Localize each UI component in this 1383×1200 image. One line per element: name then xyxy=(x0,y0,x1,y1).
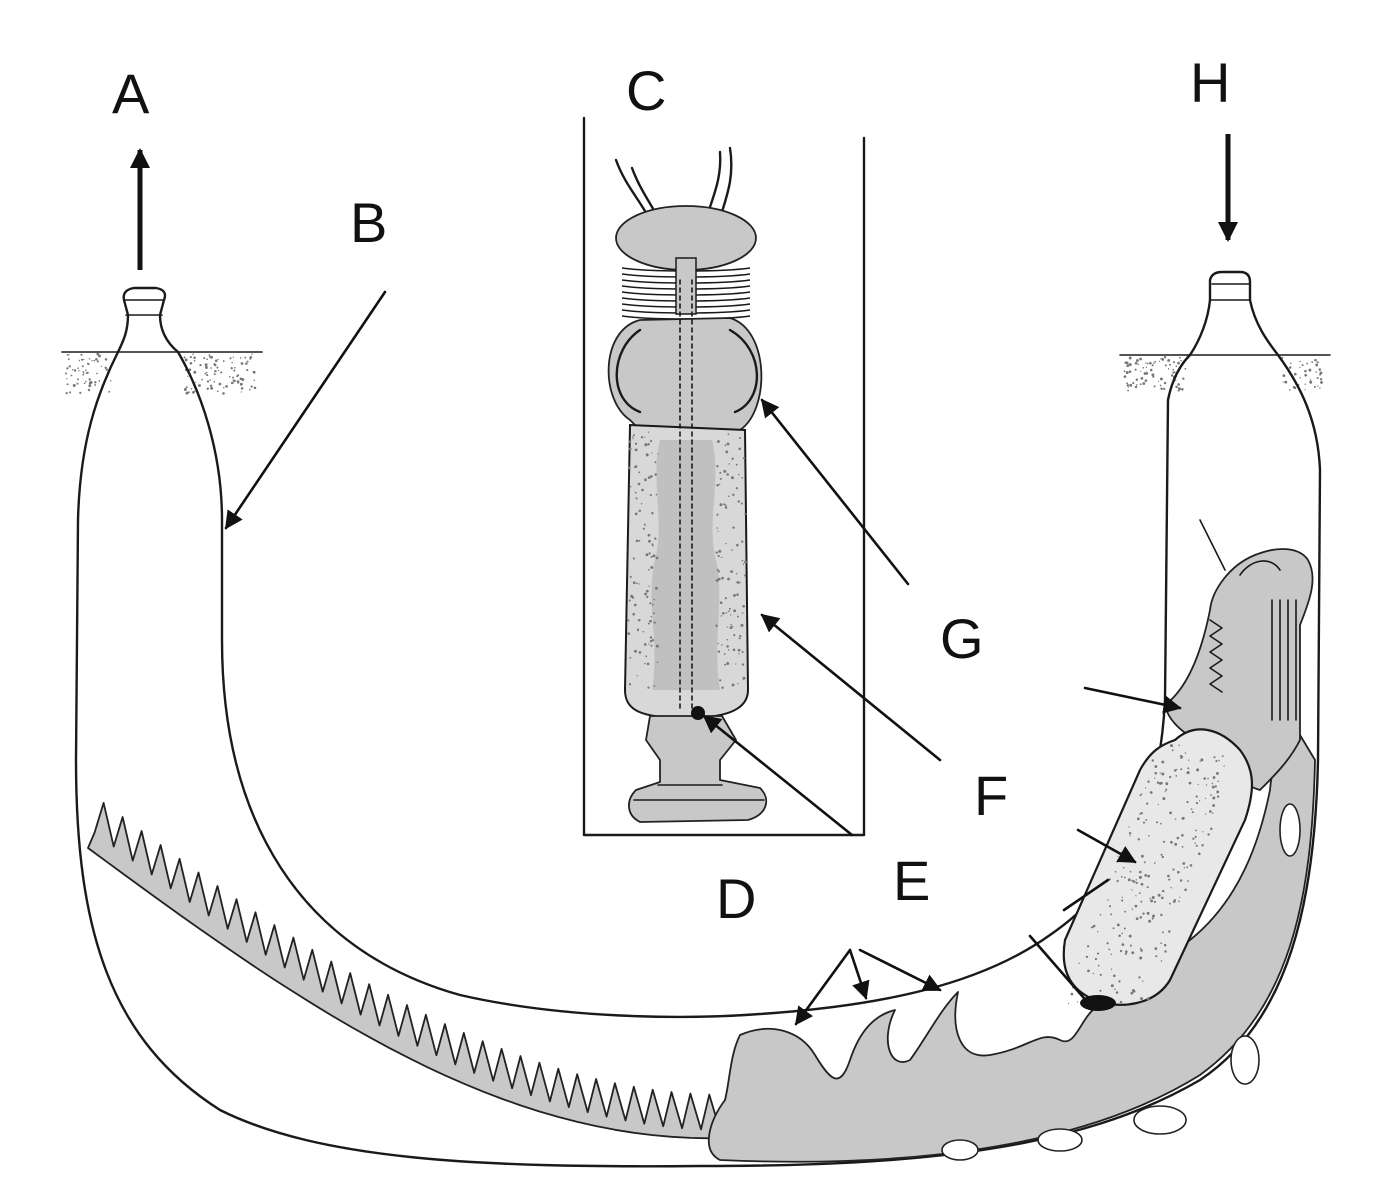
label-e: E xyxy=(893,849,930,912)
pointer-d-2 xyxy=(848,948,870,1000)
label-c: C xyxy=(626,59,666,122)
burrow-outer-wall xyxy=(74,350,1322,1168)
pointer-b xyxy=(224,290,387,530)
worm-tail xyxy=(628,715,768,823)
label-d: D xyxy=(716,867,756,930)
left-chimney xyxy=(116,286,180,354)
faecal-castings xyxy=(87,802,740,1140)
sediment-surface-left xyxy=(61,351,263,395)
right-chimney xyxy=(1188,270,1280,357)
worm-in-burrow xyxy=(1028,519,1314,1011)
label-h: H xyxy=(1190,51,1230,114)
pointer-d-1 xyxy=(794,948,852,1026)
label-f: F xyxy=(974,764,1008,827)
sediment-surface-right xyxy=(1119,354,1331,392)
pointer-d-3 xyxy=(858,948,942,992)
panel-c-worm-detail xyxy=(582,116,942,837)
label-a: A xyxy=(112,62,150,125)
label-b: B xyxy=(350,191,387,254)
label-g: G xyxy=(940,607,984,670)
feeding-sand-zone xyxy=(708,734,1316,1163)
